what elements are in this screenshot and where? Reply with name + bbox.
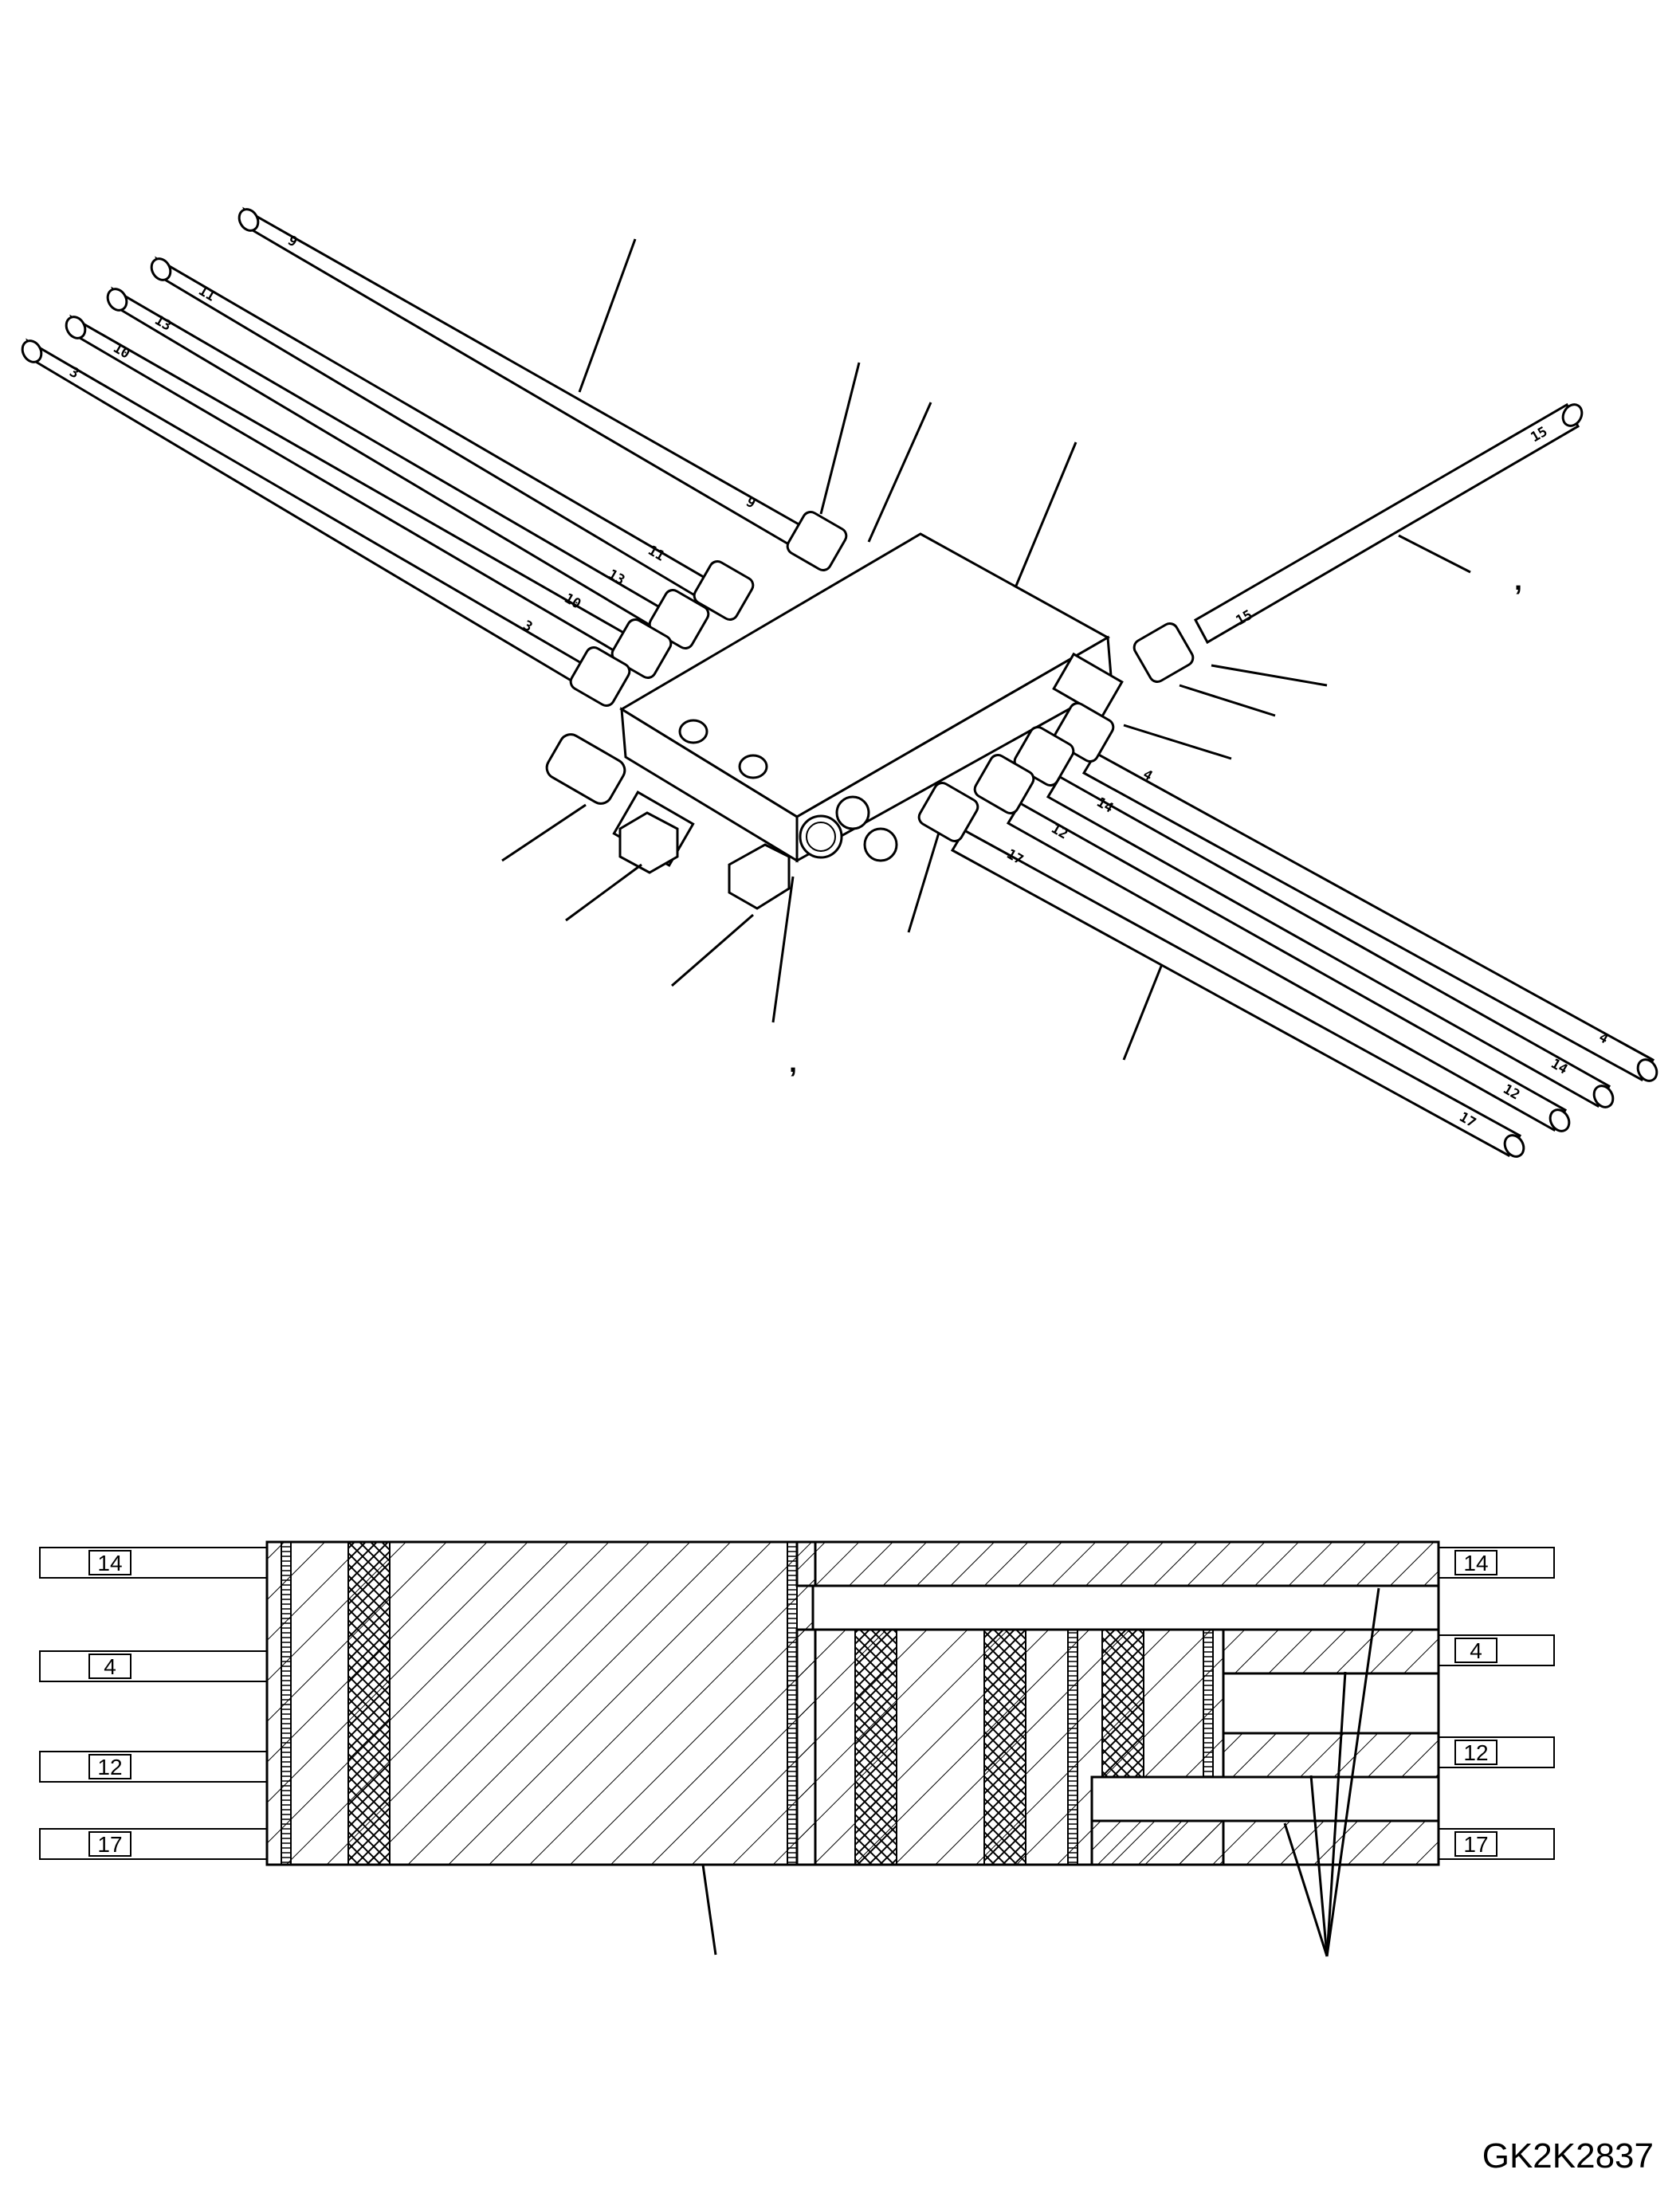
svg-text:4: 4: [1470, 1638, 1482, 1663]
right-fittings: [917, 622, 1195, 842]
tube-14: [1046, 775, 1615, 1108]
svg-text:14: 14: [1463, 1551, 1488, 1575]
right-tubes: [950, 751, 1658, 1158]
left-tube-tags: 9 11 13 10 3: [67, 233, 300, 382]
manifold-body: [265, 1540, 1440, 1866]
right-port-14: 14: [1438, 1547, 1555, 1579]
tube-17: [950, 828, 1525, 1158]
left-ports: 14 4 12 17: [39, 1547, 268, 1860]
tube-4: [1081, 751, 1658, 1082]
comma-mark-bottom: ,: [789, 1046, 797, 1078]
isometric-view: 9 11 13 10 3 9 11 13 10 3 15 15: [21, 206, 1658, 1158]
drawing-code: GK2K2837: [1482, 2136, 1654, 2175]
svg-text:12: 12: [97, 1755, 122, 1779]
schematic-view: 14 4 12 17: [39, 1540, 1555, 1957]
schematic-leaders: [701, 1587, 1380, 1957]
svg-text:4: 4: [104, 1654, 116, 1679]
svg-text:17: 17: [97, 1832, 122, 1857]
comma-mark-right: ,: [1514, 563, 1522, 596]
left-port-14: 14: [39, 1547, 268, 1579]
tube-3: [21, 338, 595, 689]
tube-10: [65, 314, 634, 657]
right-port-17: 17: [1438, 1828, 1555, 1860]
left-port-4: 4: [39, 1650, 268, 1682]
tube-9: [237, 206, 815, 554]
left-fittings: [569, 511, 848, 707]
svg-text:12: 12: [1463, 1740, 1488, 1765]
svg-text:14: 14: [97, 1551, 122, 1575]
tube-12: [1006, 801, 1571, 1132]
tube-13: [106, 286, 670, 632]
left-tubes: [21, 206, 815, 689]
left-port-17: 17: [39, 1828, 268, 1860]
right-ports: 14 4 12 17: [1438, 1547, 1555, 1860]
left-port-12: 12: [39, 1751, 268, 1783]
right-port-12: 12: [1438, 1736, 1555, 1768]
valve-block: [619, 532, 1113, 863]
leader-lines: [501, 238, 1471, 1061]
front-fittings: [545, 733, 898, 910]
tube-15: 15 15: [1193, 402, 1584, 645]
svg-text:17: 17: [1463, 1832, 1488, 1857]
right-port-4: 4: [1438, 1634, 1555, 1666]
